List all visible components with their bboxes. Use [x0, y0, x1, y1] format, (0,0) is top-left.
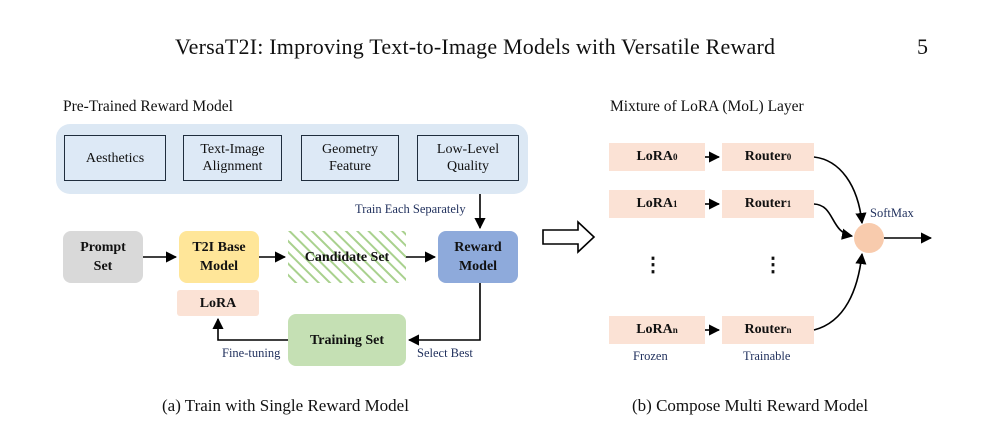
page-number: 5: [917, 34, 928, 59]
candidate-set-node: Candidate Set: [288, 231, 406, 283]
caption-b: (b) Compose Multi Reward Model: [632, 396, 869, 415]
paper-running-title: VersaT2I: Improving Text-to-Image Models…: [175, 34, 776, 59]
reward-model-node: Reward Model: [438, 231, 518, 283]
reward-low-level-quality-box: Low-Level Quality: [417, 135, 519, 181]
curve-router1-softmax: [813, 203, 854, 240]
train-each-separately-label: Train Each Separately: [355, 202, 466, 216]
fine-tuning-label: Fine-tuning: [222, 346, 281, 360]
select-best-label: Select Best: [417, 346, 473, 360]
candidate-hatch: [288, 231, 406, 283]
prompt-set-node: Prompt Set: [63, 231, 143, 283]
pretrained-reward-model-label: Pre-Trained Reward Model: [63, 98, 233, 115]
curve-routern-softmax: [813, 252, 867, 331]
caption-a: (a) Train with Single Reward Model: [162, 396, 409, 415]
t2i-base-model-node: T2I Base Model: [179, 231, 259, 283]
router-ellipsis: ⋮: [763, 254, 783, 276]
arrow-reward-to-training: [407, 283, 481, 346]
frozen-label: Frozen: [633, 349, 668, 363]
curve-router0-softmax: [813, 156, 867, 225]
mol-layer-label: Mixture of LoRA (MoL) Layer: [610, 98, 804, 115]
training-set-node: Training Set: [288, 314, 406, 366]
softmax-node: [854, 223, 884, 253]
lora-node: LoRA: [177, 290, 259, 316]
softmax-label: SoftMax: [870, 206, 914, 220]
arrow-training-to-lora: [212, 317, 288, 341]
panel-transition-arrow: [542, 220, 596, 254]
reward-aesthetics-box: Aesthetics: [64, 135, 166, 181]
reward-geometry-feature-box: Geometry Feature: [301, 135, 399, 181]
reward-text-image-alignment-box: Text-Image Alignment: [183, 135, 282, 181]
trainable-label: Trainable: [743, 349, 791, 363]
lora-ellipsis: ⋮: [643, 254, 663, 276]
